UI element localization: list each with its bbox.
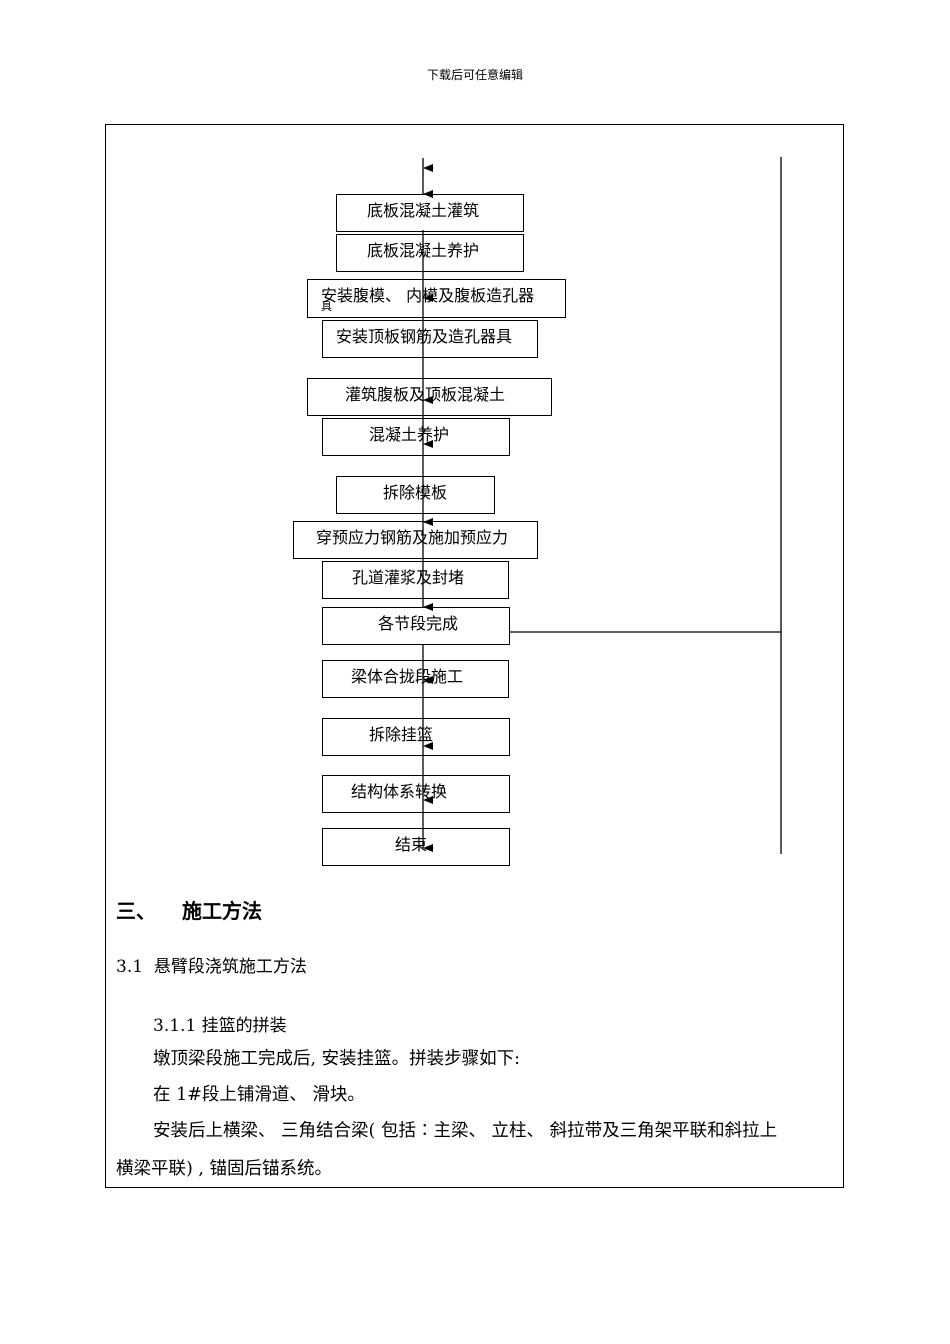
section-number: 三、 [116, 899, 156, 923]
flow-step-install-web-forms: 安装腹模、 内模及腹板造孔器 具 [307, 279, 566, 318]
header-note: 下载后可任意编辑 [426, 68, 523, 82]
flow-step-prestress: 穿预应力钢筋及施加预应力 [293, 521, 538, 559]
paragraph-line-2: 在 1#段上铺滑道、 滑块。 [153, 1085, 365, 1105]
flow-step-system-conversion: 结构体系转换 [322, 775, 510, 813]
flow-step-concrete-cure: 混凝土养护 [322, 418, 510, 456]
flow-step-pour-web-top: 灌筑腹板及顶板混凝土 [307, 378, 552, 416]
paragraph-line-1: 墩顶梁段施工完成后, 安装挂篮。拼装步骤如下: [153, 1049, 521, 1069]
flow-step-bottom-slab-cure: 底板混凝土养护 [336, 234, 524, 272]
subsubsection-heading: 3.1.1 挂篮的拼装 [153, 1016, 287, 1036]
flow-step-segments-complete: 各节段完成 [322, 607, 510, 645]
flow-step-bottom-slab-pour: 底板混凝土灌筑 [336, 194, 524, 232]
flow-step-remove-basket: 拆除挂篮 [322, 718, 510, 756]
paragraph-line-4: 横梁平联) , 锚固后锚系统。 [116, 1159, 333, 1179]
flow-step-end: 结束 [322, 828, 510, 866]
flow-step-grout-seal: 孔道灌浆及封堵 [322, 561, 509, 599]
subsection-heading: 3.1 悬臂段浇筑施工方法 [116, 957, 307, 977]
section-heading: 三、 施工方法 [116, 895, 262, 924]
flow-step-install-top-rebar: 安装顶板钢筋及造孔器具 [322, 320, 538, 358]
paragraph-line-3: 安装后上横梁、 三角结合梁( 包括∶主梁、 立柱、 斜拉带及三角架平联和斜拉上 [153, 1121, 778, 1141]
flow-step-remove-forms: 拆除模板 [336, 476, 495, 514]
section-title-text: 施工方法 [182, 899, 262, 923]
content-frame [105, 124, 844, 1188]
flow-step-closure-segment: 梁体合拢段施工 [322, 660, 509, 698]
